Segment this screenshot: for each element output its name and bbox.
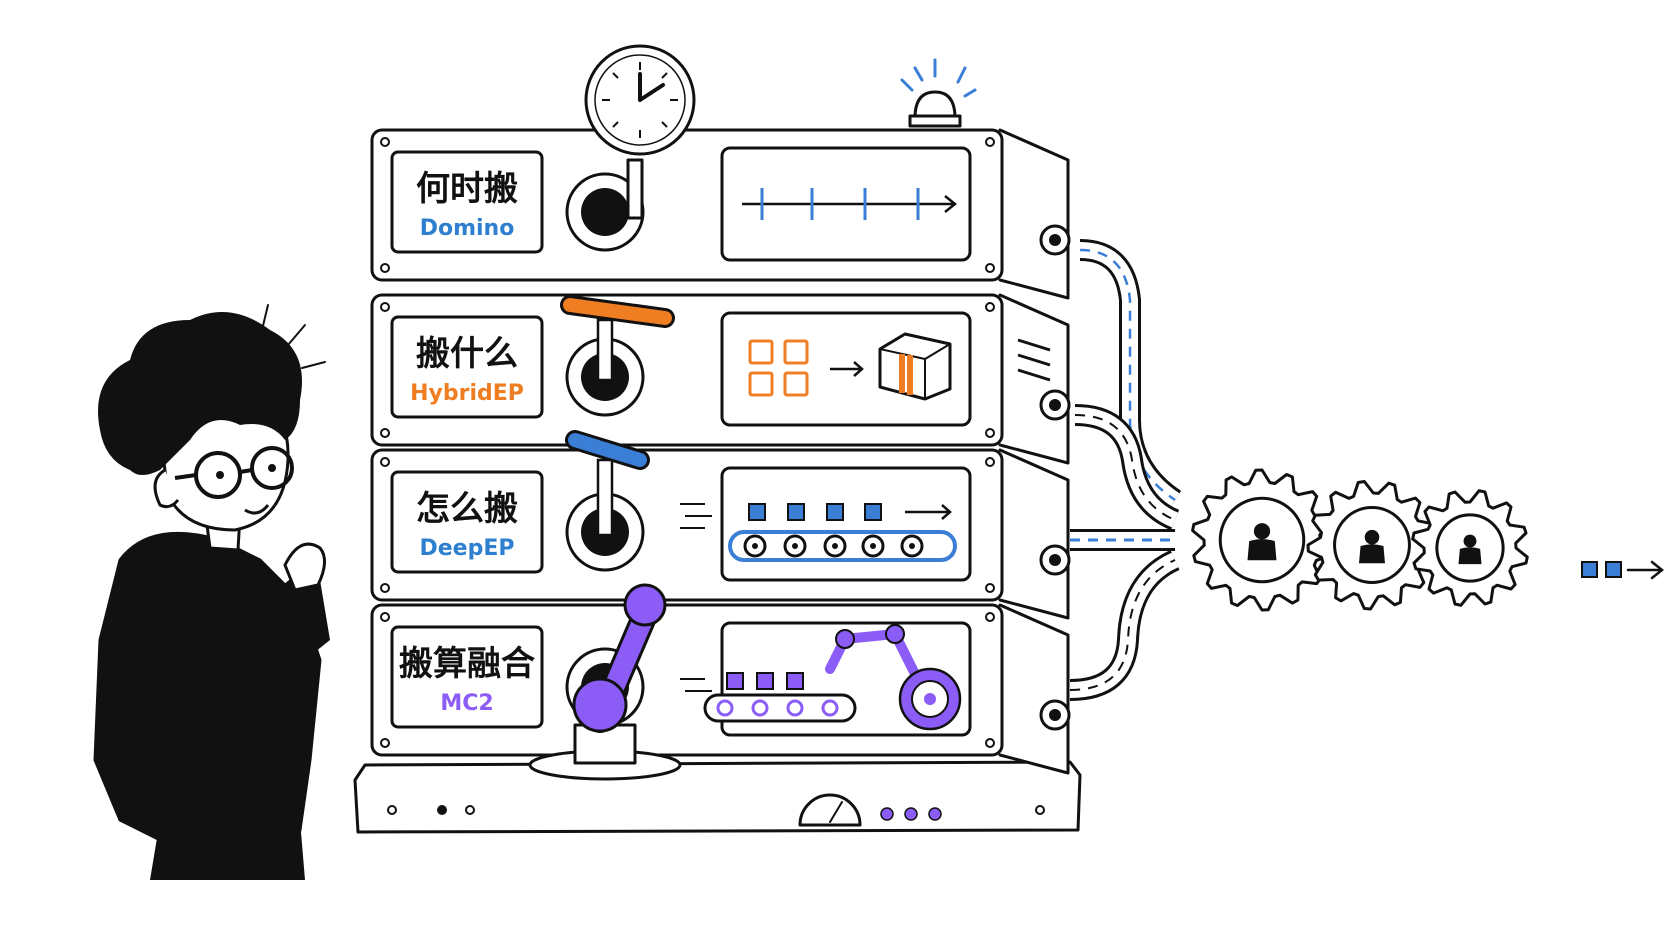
- pipes: [1069, 239, 1182, 701]
- module-title: 搬什么: [416, 334, 518, 374]
- conveyor-belt-icon: [680, 503, 957, 562]
- gear-with-person-icon: [1411, 489, 1529, 607]
- robot-arm-gear-icon: [680, 624, 962, 731]
- module-subtitle: Domino: [420, 216, 515, 241]
- data-blocks-arrow-icon: [1581, 560, 1665, 580]
- gear-with-person-icon: [1306, 480, 1437, 611]
- module-1: 何时搬 Domino: [370, 128, 1071, 300]
- alarm-light-icon: [900, 58, 977, 128]
- pressure-gauge-icon: [798, 793, 862, 827]
- machine-base: [353, 760, 1082, 834]
- status-led-dots: [880, 807, 942, 821]
- module-stack: 何时搬 Domino 搬什么 HybridEP 怎么搬 DeepEP 搬算融合 MC2: [370, 128, 1071, 781]
- module-4: 搬算融合 MC2: [370, 603, 1071, 775]
- module-2: 搬什么 HybridEP: [370, 293, 1071, 465]
- gear-chain: [1191, 468, 1529, 612]
- blocks-to-package-icon: [748, 332, 952, 401]
- thinking-person-icon: [93, 304, 330, 880]
- gear-with-person-icon: [1191, 468, 1333, 612]
- module-subtitle: HybridEP: [410, 381, 524, 406]
- timeline-ticks-icon: [742, 188, 958, 220]
- module-title: 何时搬: [416, 169, 518, 209]
- blue-t-lever-icon: [565, 430, 650, 537]
- orange-t-valve-icon: [560, 295, 675, 382]
- module-title: 搬算融合: [399, 644, 535, 684]
- module-3: 怎么搬 DeepEP: [370, 448, 1071, 620]
- purple-joystick-icon: [528, 583, 682, 781]
- module-subtitle: MC2: [440, 691, 493, 716]
- stopwatch-gauge-icon: [584, 44, 696, 220]
- module-subtitle: DeepEP: [419, 536, 514, 561]
- module-title: 怎么搬: [416, 489, 518, 529]
